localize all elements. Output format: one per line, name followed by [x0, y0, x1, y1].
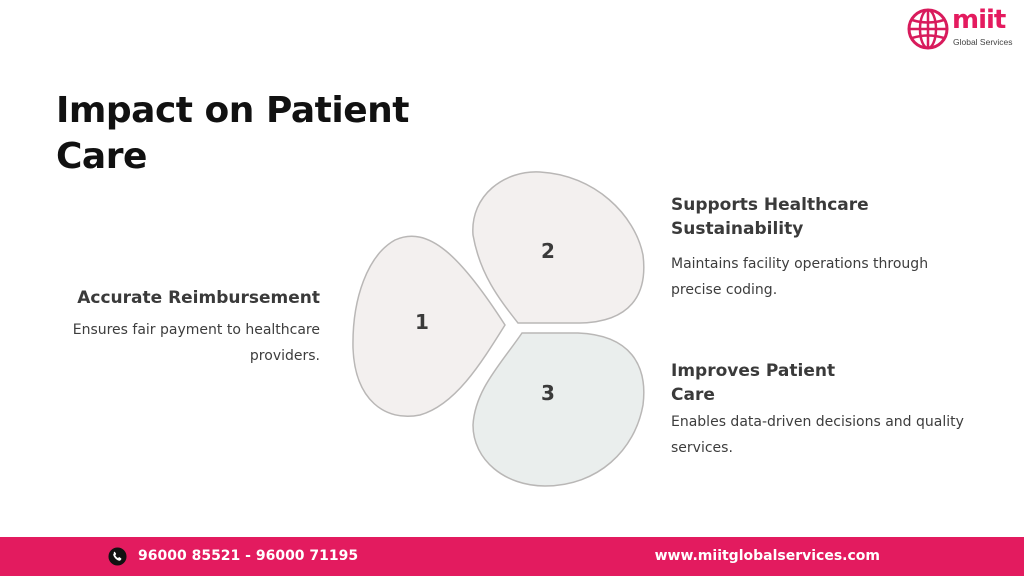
brand-logo: miit Global Services: [906, 5, 1018, 51]
petal-1: [352, 235, 506, 417]
logo-subtext: Global Services: [953, 37, 1013, 47]
petal-diagram: 1 2 3: [352, 171, 645, 487]
item-heading-sustainability: Supports Healthcare Sustainability: [671, 195, 869, 239]
footer-website-link[interactable]: www.miitglobalservices.com: [654, 548, 880, 564]
footer-bar: 96000 85521 - 96000 71195 www.miitglobal…: [0, 537, 1024, 576]
item-text-reimbursement: Ensures fair payment to healthcare provi…: [72, 322, 320, 364]
item-heading-patient-care: Improves Patient Care: [671, 361, 836, 405]
item-heading-reimbursement: Accurate Reimbursement: [77, 288, 320, 308]
footer-phone-numbers: 96000 85521 - 96000 71195: [138, 548, 359, 564]
page-title: Impact on Patient Care: [56, 90, 409, 177]
petal-3-number: 3: [541, 381, 555, 405]
petal-1-number: 1: [415, 310, 429, 334]
item-text-sustainability: Maintains facility operations through pr…: [671, 256, 929, 298]
petal-2: [472, 171, 645, 324]
petal-3: [472, 332, 645, 487]
globe-icon: [907, 8, 949, 50]
item-text-patient-care: Enables data-driven decisions and qualit…: [671, 414, 964, 456]
petal-2-number: 2: [541, 239, 555, 263]
logo-wordmark: miit: [952, 5, 1006, 35]
phone-icon: [108, 547, 127, 566]
